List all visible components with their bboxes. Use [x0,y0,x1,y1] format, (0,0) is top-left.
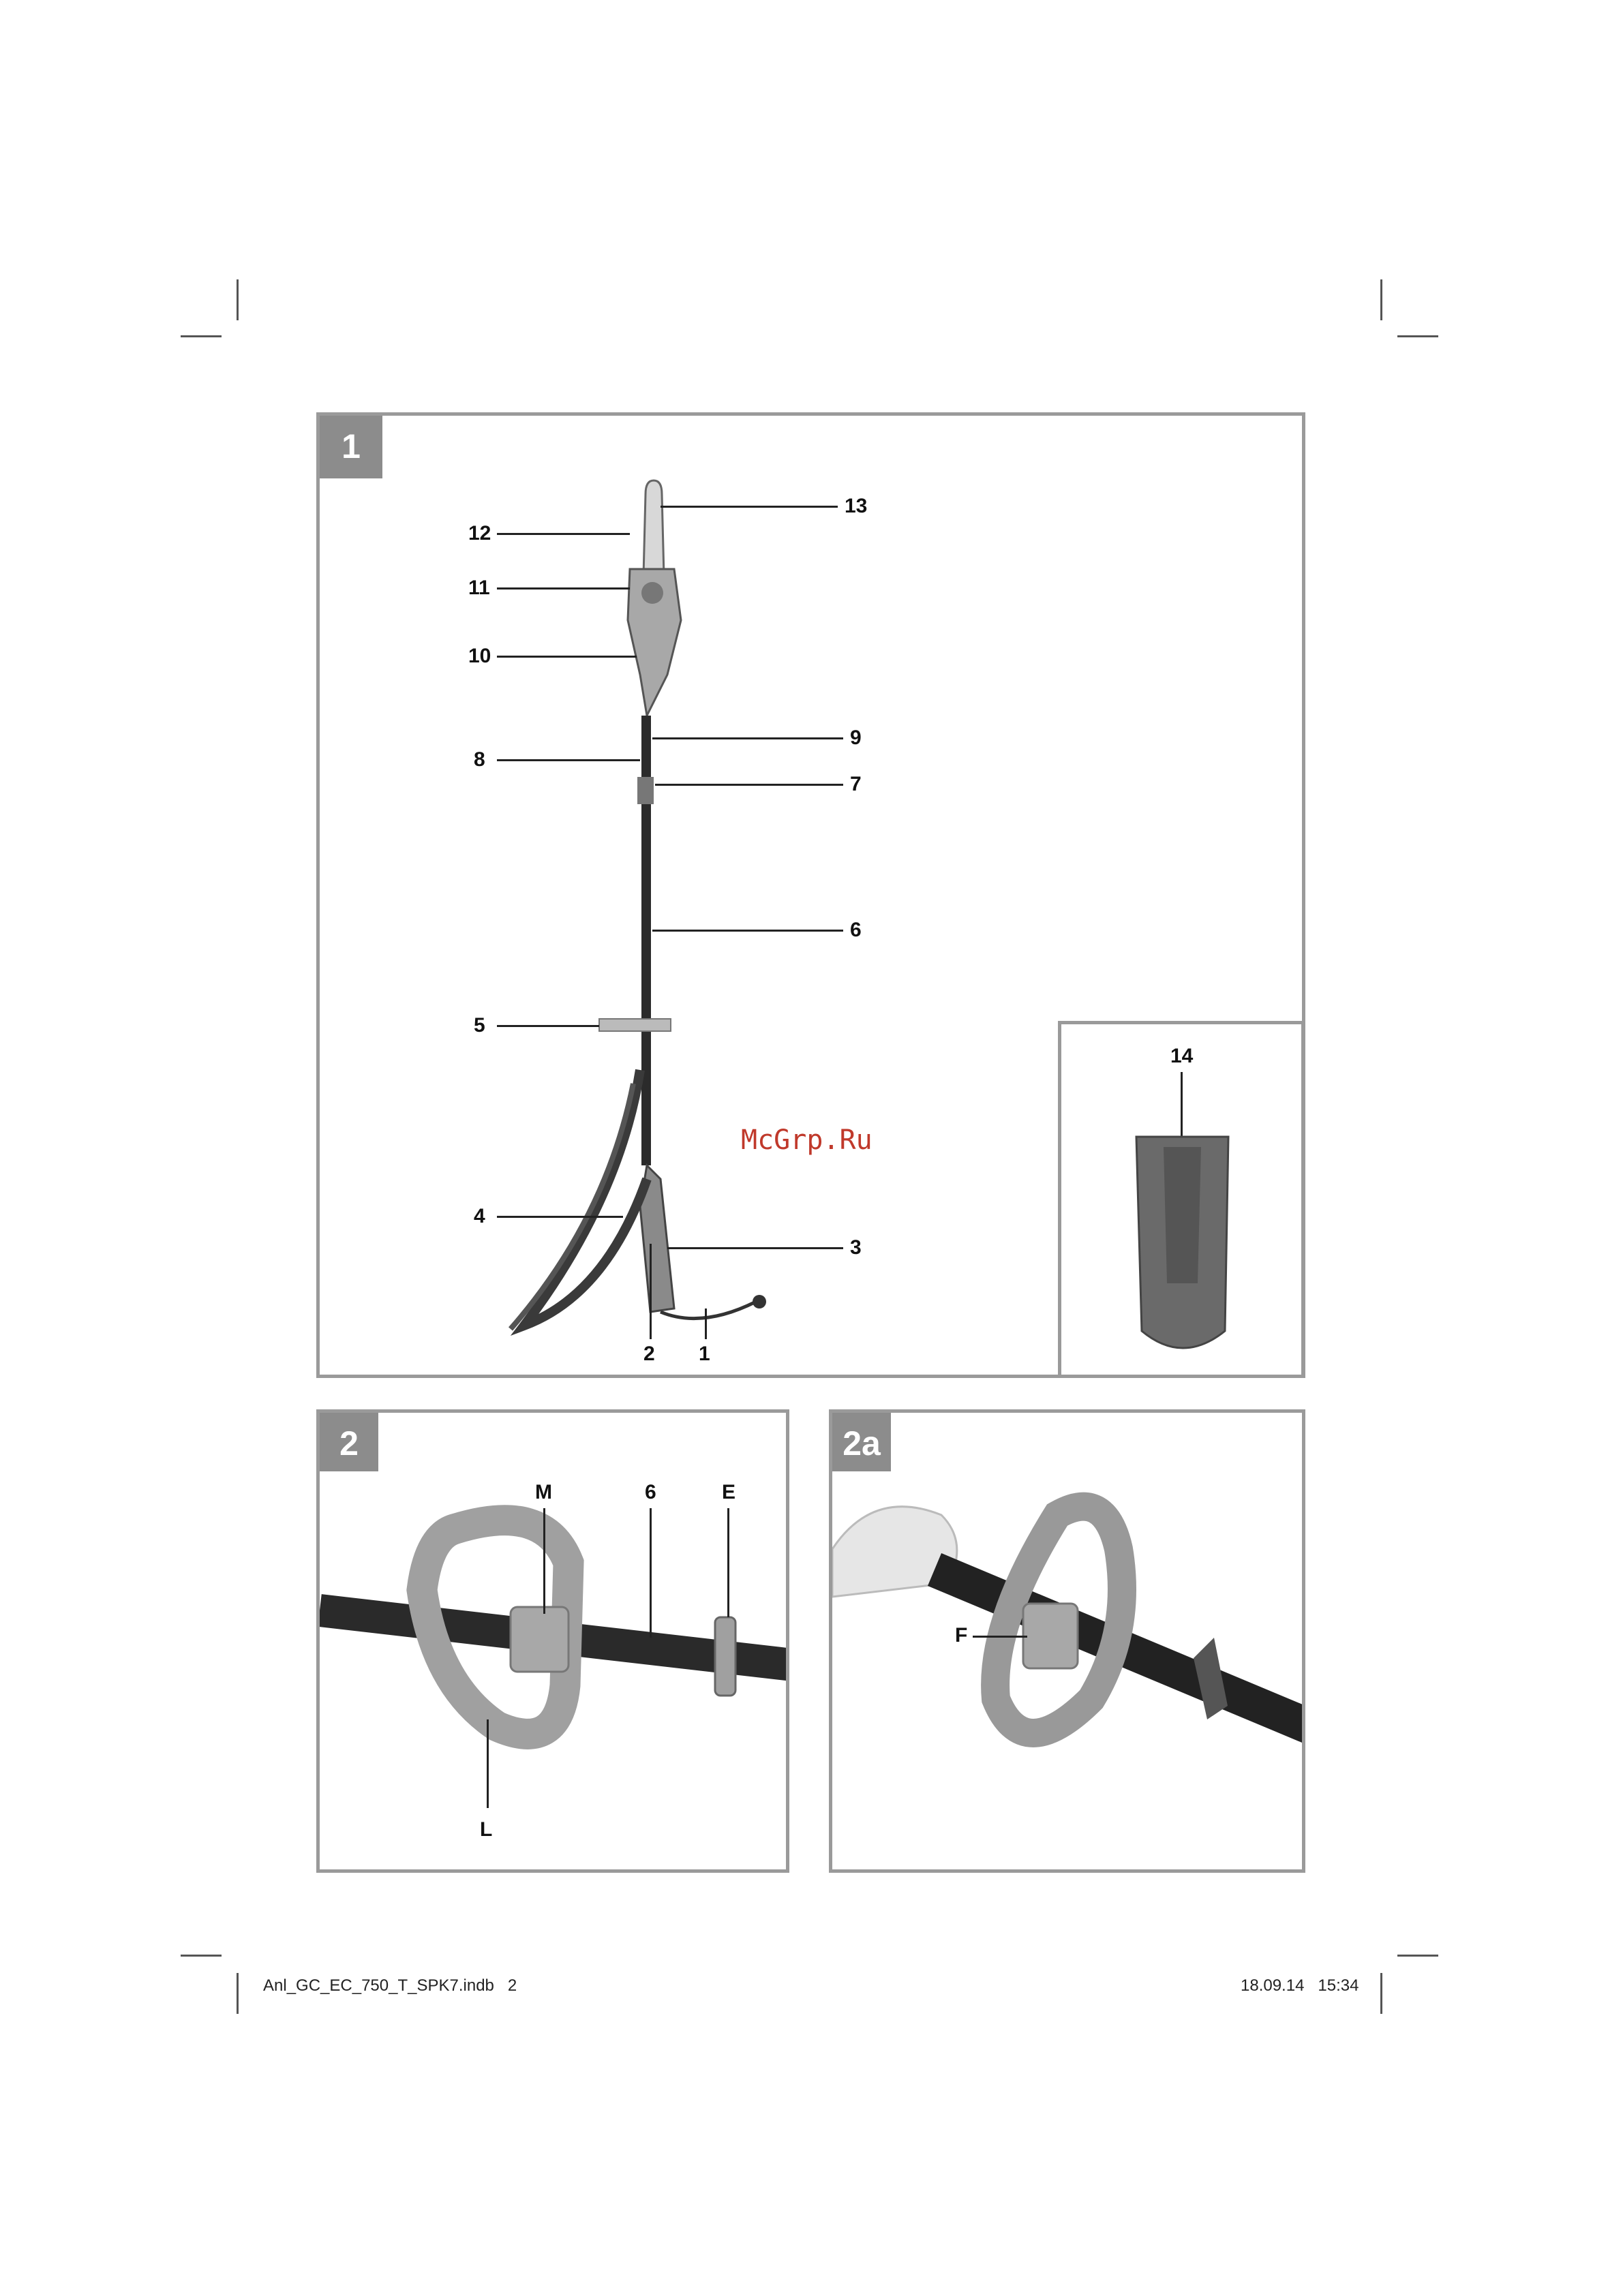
callout-4: 4 [474,1205,485,1228]
callout-6-p2: 6 [645,1481,656,1504]
leader-line [497,1025,599,1027]
leader-line [973,1636,1027,1638]
leader-line [652,930,843,932]
aux-handle-mounted-illustration [832,1413,1305,1873]
inset-panel-sheath: 14 [1058,1021,1305,1378]
leader-line [727,1508,729,1617]
figure-panel-2: 2 M 6 E L [316,1409,789,1873]
footer-datetime: 18.09.14 15:34 [1241,1976,1359,1995]
aux-handle-illustration [320,1413,789,1873]
leader-line [543,1508,545,1614]
leader-line [705,1308,707,1339]
callout-11: 11 [468,577,490,600]
callout-13: 13 [845,495,867,518]
crop-mark [237,1973,239,2014]
callout-F: F [955,1624,967,1647]
callout-L: L [480,1818,492,1841]
leader-line [650,1508,652,1638]
crop-mark [1380,1973,1382,2014]
callout-7: 7 [850,773,862,796]
callout-12: 12 [468,522,491,545]
callout-5: 5 [474,1014,485,1037]
footer-file: Anl_GC_EC_750_T_SPK7.indb 2 [263,1976,517,1995]
chain-sheath-illustration [1061,1024,1305,1378]
watermark: McGrp.Ru [741,1124,873,1156]
crop-mark [237,279,239,320]
leader-line [497,759,640,761]
callout-M: M [535,1481,552,1504]
leader-line [497,587,630,590]
callout-2: 2 [643,1343,655,1366]
leader-line [655,784,843,786]
leader-line [661,506,838,508]
crop-mark [1380,279,1382,320]
callout-6: 6 [850,919,862,942]
crop-mark [1397,1955,1438,1957]
leader-line [650,1244,652,1339]
crop-mark [1397,335,1438,337]
leader-line [497,533,630,535]
figure-panel-2a: 2a F [829,1409,1305,1873]
callout-E: E [722,1481,735,1504]
leader-line [667,1247,843,1249]
leader-line [652,737,843,739]
callout-9: 9 [850,726,862,750]
callout-8: 8 [474,748,485,771]
callout-10: 10 [468,645,491,668]
callout-3: 3 [850,1236,862,1259]
leader-line [497,1216,623,1218]
leader-line [487,1719,489,1808]
callout-1: 1 [699,1343,710,1366]
leader-line [497,656,637,658]
crop-mark [181,1955,222,1957]
crop-mark [181,335,222,337]
figure-panel-1: 1 12 11 10 8 5 4 13 9 7 6 3 2 [316,412,1305,1378]
